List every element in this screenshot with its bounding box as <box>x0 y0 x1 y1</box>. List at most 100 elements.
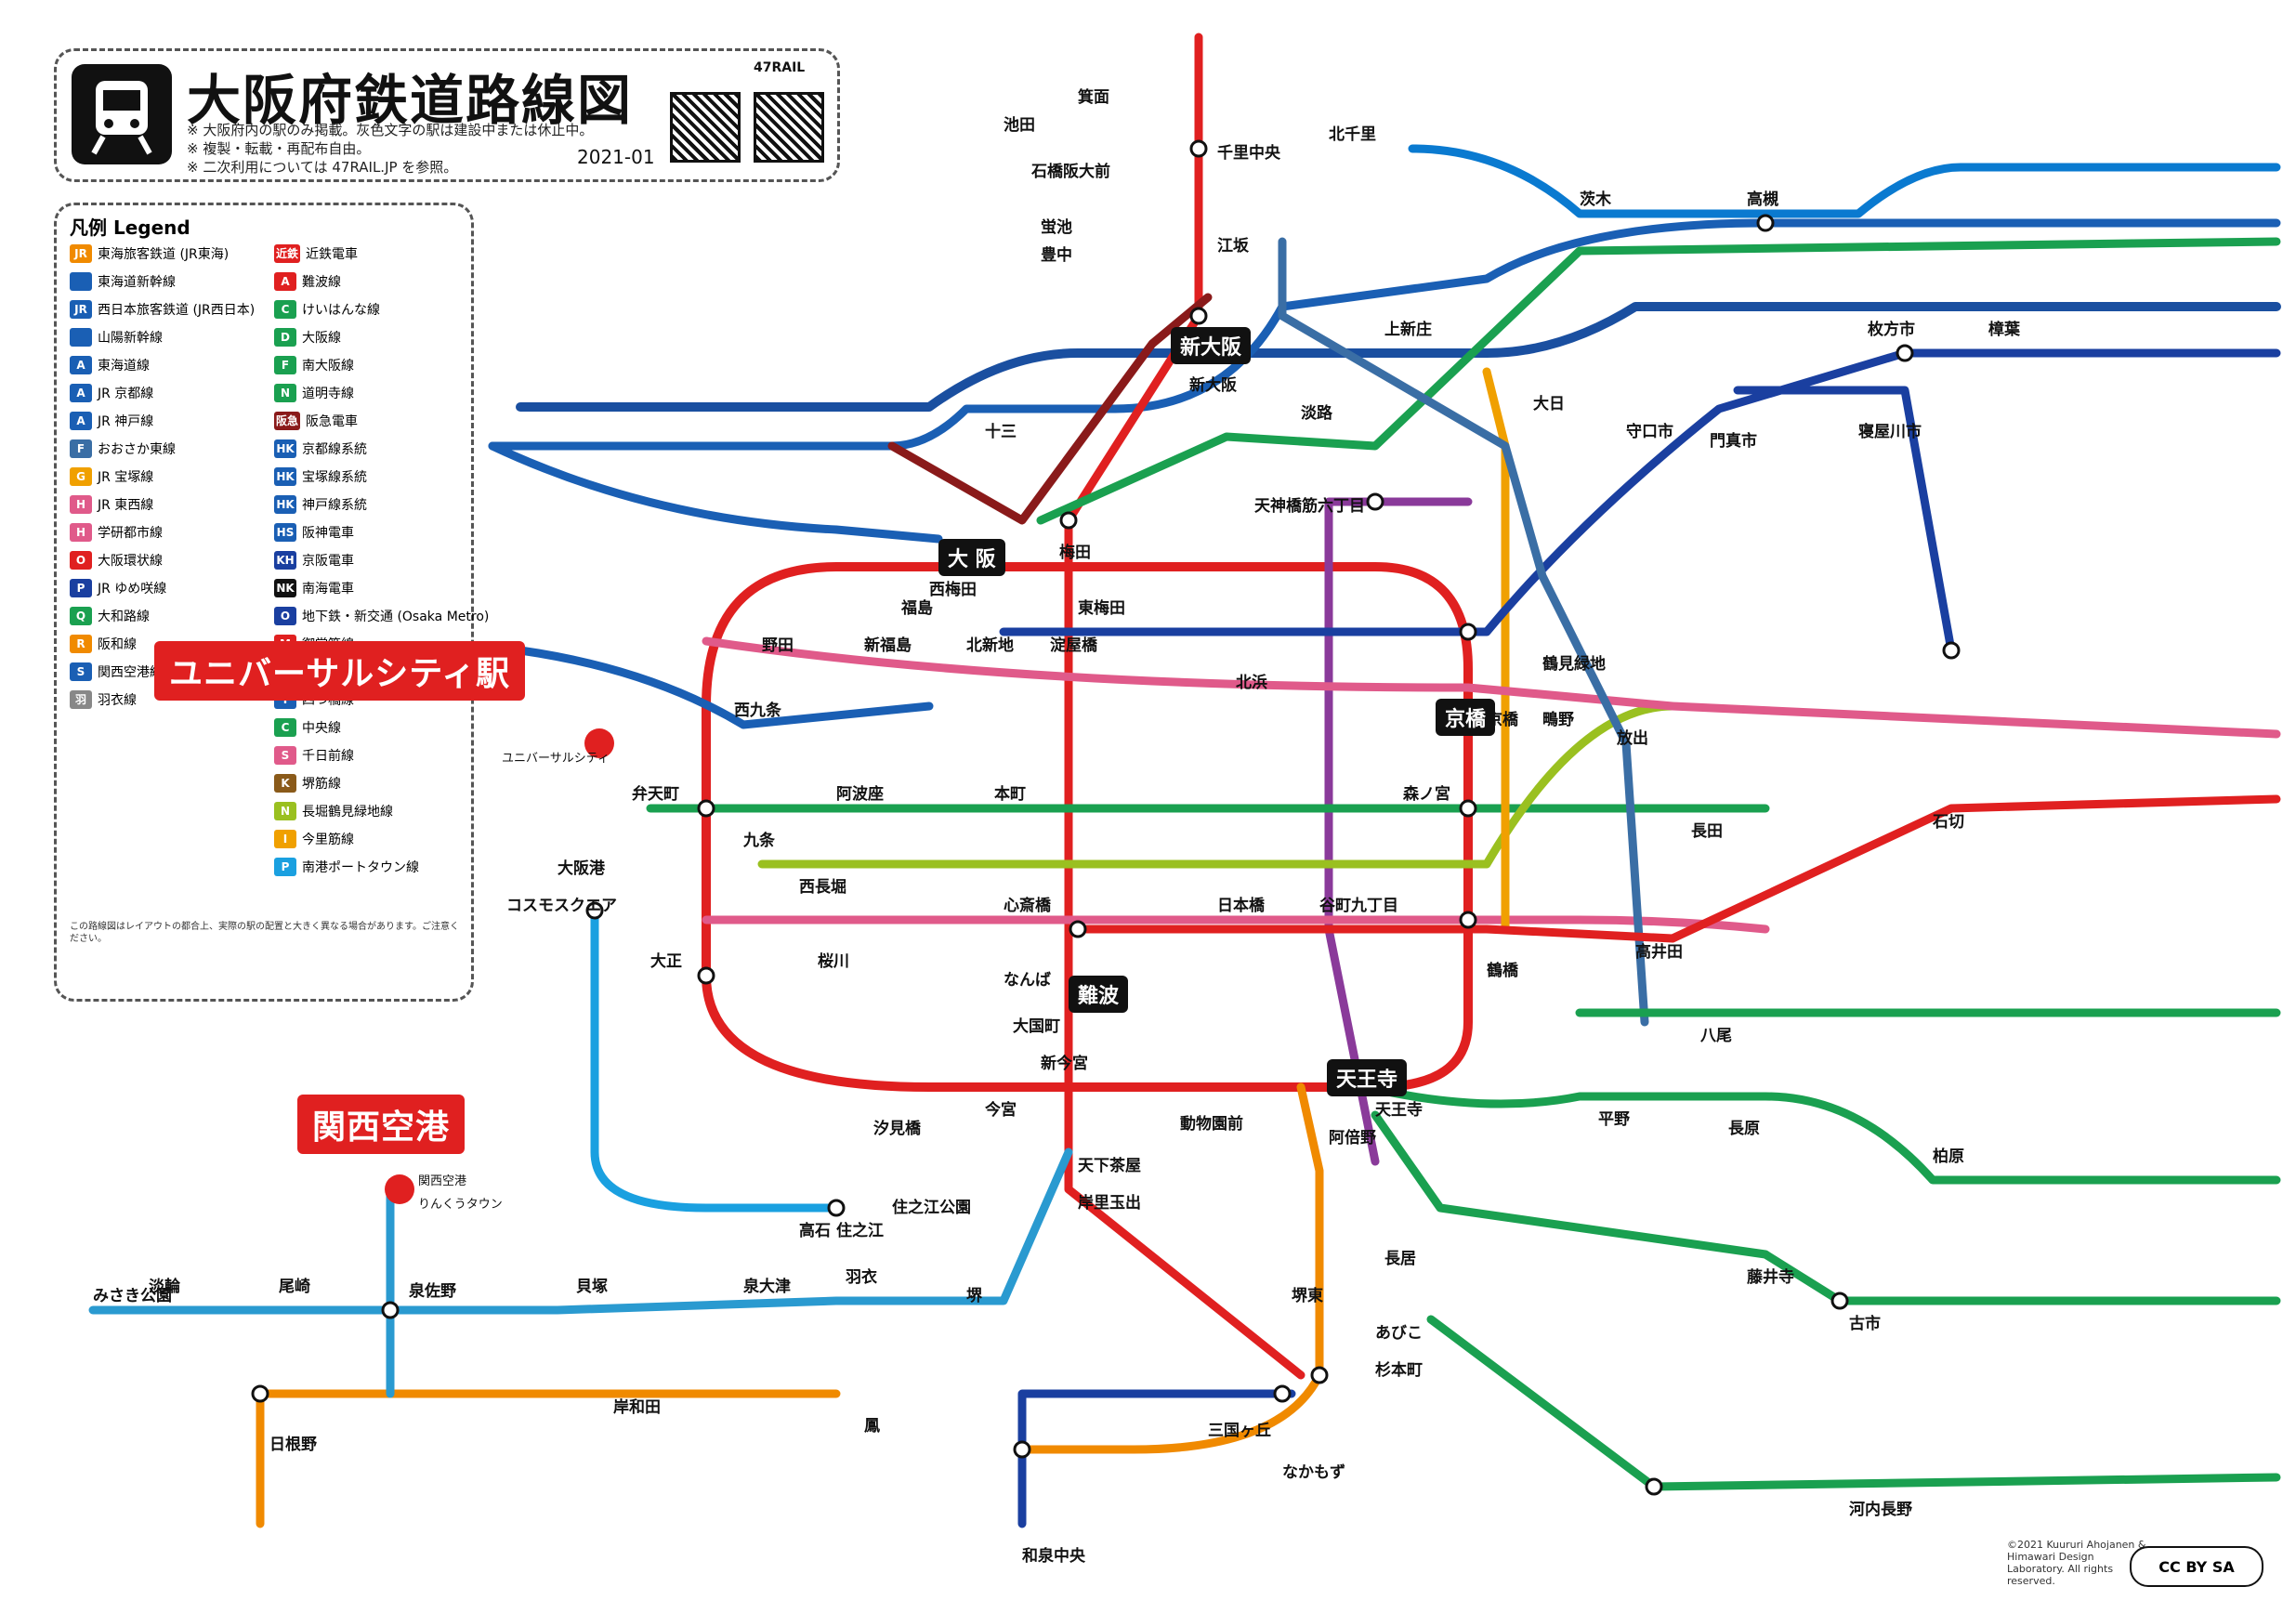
station-dot[interactable] <box>697 966 715 985</box>
line-badge: F <box>274 356 296 374</box>
kix-callout[interactable]: 関西空港 <box>297 1095 466 1154</box>
usj-callout[interactable]: ユニバーサルシティ駅 <box>154 641 526 701</box>
legend-item: 羽羽衣線 <box>70 690 137 709</box>
station-dot[interactable] <box>1059 511 1078 530</box>
station-label: 大正 <box>650 951 682 971</box>
station-dot[interactable] <box>1459 623 1477 641</box>
station-dot[interactable] <box>251 1384 269 1403</box>
station-label: 東梅田 <box>1078 598 1125 618</box>
station-dot[interactable] <box>1942 641 1961 660</box>
station-dot[interactable] <box>1273 1384 1292 1403</box>
station-label: 樟葉 <box>1988 320 2021 339</box>
map-date: 2021-01 <box>577 146 655 168</box>
usj-marker[interactable] <box>584 728 614 758</box>
line-badge <box>70 328 92 347</box>
line-hankyu-kyoto <box>1036 237 2281 525</box>
station-dot[interactable] <box>1645 1477 1663 1496</box>
station-dot[interactable] <box>1069 920 1087 938</box>
station-label: 阿波座 <box>836 784 884 804</box>
line-badge: A <box>274 272 296 291</box>
station-label: 柏原 <box>1933 1147 1964 1166</box>
station-dot[interactable] <box>1013 1440 1031 1459</box>
hub-tennoji[interactable]: 天王寺 <box>1327 1059 1408 1096</box>
legend-label: 近鉄電車 <box>306 247 359 262</box>
station-dot[interactable] <box>1896 344 1914 362</box>
station-label: 西梅田 <box>929 580 977 599</box>
station-label: 谷町九丁目 <box>1319 897 1398 915</box>
legend-label: おおさか東線 <box>98 442 176 457</box>
kix-marker[interactable] <box>385 1174 414 1204</box>
line-badge: S <box>70 662 92 681</box>
station-label: 石橋阪大前 <box>1030 162 1110 181</box>
station-label: 関西空港 <box>418 1174 466 1188</box>
line-badge: C <box>274 718 296 737</box>
hub-namba[interactable]: 難波 <box>1069 976 1129 1013</box>
line-jr-kyoto-upper <box>1408 144 2281 218</box>
station-dot[interactable] <box>1189 139 1208 158</box>
line-newtram <box>590 906 841 1213</box>
line-badge: JR <box>70 244 92 263</box>
legend-item: 東海道新幹線 <box>70 272 176 291</box>
legend-label: JR 京都線 <box>98 387 154 401</box>
station-label: 鳳 <box>864 1417 880 1436</box>
station-label: 泉大津 <box>742 1277 791 1296</box>
station-label: 福島 <box>900 598 933 618</box>
qr-code[interactable] <box>754 92 824 163</box>
line-badge: R <box>70 635 92 653</box>
hub-osaka[interactable]: 大 阪 <box>938 539 1005 576</box>
station-dot[interactable] <box>381 1301 400 1319</box>
station-dot[interactable] <box>1830 1292 1849 1310</box>
station-label: 北浜 <box>1236 674 1267 692</box>
line-badge: 阪急 <box>274 412 301 430</box>
line-badge: 羽 <box>70 690 92 709</box>
station-label: 今宮 <box>985 1100 1017 1120</box>
station-dot[interactable] <box>585 901 604 920</box>
station-dot[interactable] <box>1459 911 1477 929</box>
station-label: 住之江 <box>836 1221 884 1240</box>
line-badge: O <box>274 607 296 625</box>
qr-code[interactable] <box>670 92 741 163</box>
station-dot[interactable] <box>1756 214 1775 232</box>
station-dot[interactable] <box>697 799 715 818</box>
station-label: 千里中央 <box>1217 143 1281 163</box>
station-dot[interactable] <box>1310 1366 1329 1384</box>
station-label: なかもず <box>1282 1463 1345 1482</box>
hub-kyobashi[interactable]: 京橋 <box>1436 699 1496 736</box>
legend-label: 千日前線 <box>302 749 354 764</box>
legend-label: 道明寺線 <box>302 387 354 401</box>
header-note: ※ 大阪府内の駅のみ掲載。灰色文字の駅は建設中または休止中。 <box>187 122 594 138</box>
station-label: 日本橋 <box>1217 896 1266 915</box>
station-dot[interactable] <box>1366 492 1384 511</box>
license-badge[interactable]: CC BY SA <box>2130 1546 2263 1587</box>
legend-label: 南大阪線 <box>302 359 354 374</box>
hub-shin-osaka[interactable]: 新大阪 <box>1171 327 1252 364</box>
map-title: 大阪府鉄道路線図 <box>187 69 634 132</box>
line-sennichimae <box>702 915 1770 934</box>
legend-label: 阪神電車 <box>302 526 354 541</box>
station-label: 守口市 <box>1626 422 1673 441</box>
station-label: 北新地 <box>966 636 1014 655</box>
legend-label: 中央線 <box>302 721 341 736</box>
station-label: 十三 <box>985 422 1017 441</box>
legend-label: 宝塚線系統 <box>302 470 367 485</box>
legend-footnote: この路線図はレイアウトの都合上、実際の駅の配置と大きく異なる場合があります。ご注… <box>70 922 459 944</box>
header-note: ※ 複製・転載・再配布自由。 <box>187 140 371 157</box>
station-label: みさき公園 <box>93 1287 172 1305</box>
station-dot[interactable] <box>1459 799 1477 818</box>
line-tokaido-shinkansen <box>516 302 2281 412</box>
station-label: 桜川 <box>818 951 849 971</box>
line-badge: A <box>70 384 92 402</box>
station-label: 住之江公園 <box>892 1198 971 1217</box>
line-badge: N <box>274 802 296 820</box>
station-label: 平野 <box>1598 1110 1630 1129</box>
station-label: 長居 <box>1384 1250 1416 1268</box>
station-dot[interactable] <box>827 1199 846 1217</box>
line-badge: O <box>70 551 92 570</box>
station-dot[interactable] <box>1189 307 1208 325</box>
